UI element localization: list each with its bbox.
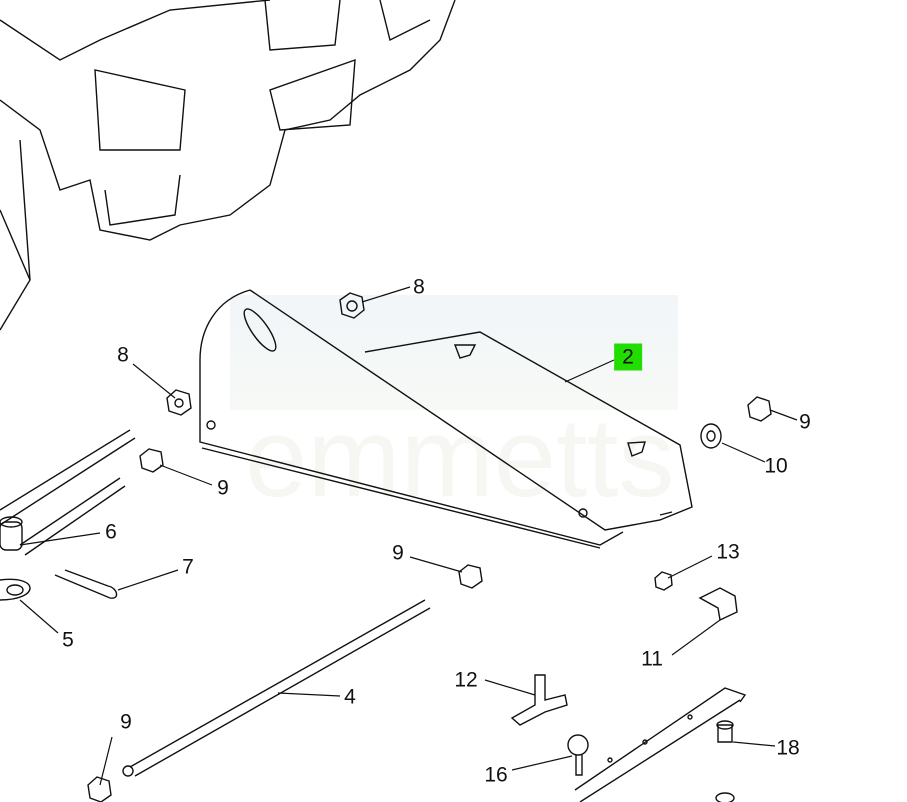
callout-9[interactable]: 9 bbox=[217, 476, 229, 500]
callout-8[interactable]: 8 bbox=[413, 275, 425, 299]
leader-lines bbox=[19, 286, 798, 786]
watermark-banner bbox=[230, 295, 678, 410]
callout-6[interactable]: 6 bbox=[105, 520, 117, 544]
rods bbox=[0, 429, 747, 802]
callout-8[interactable]: 8 bbox=[117, 343, 129, 367]
callout-10[interactable]: 10 bbox=[764, 454, 788, 478]
callout-2-highlighted[interactable]: 2 bbox=[614, 343, 642, 371]
callout-9[interactable]: 9 bbox=[799, 410, 811, 434]
callout-11[interactable]: 11 bbox=[641, 647, 663, 671]
tank-drawing bbox=[0, 0, 456, 331]
callout-5[interactable]: 5 bbox=[62, 628, 74, 652]
fasteners bbox=[87, 292, 772, 802]
watermark-logo: emmetts bbox=[245, 395, 675, 520]
callout-12[interactable]: 12 bbox=[454, 668, 478, 692]
callout-13[interactable]: 13 bbox=[716, 540, 740, 564]
callout-7[interactable]: 7 bbox=[182, 555, 194, 579]
callout-18[interactable]: 18 bbox=[776, 736, 800, 760]
callout-9[interactable]: 9 bbox=[120, 710, 132, 734]
callout-9[interactable]: 9 bbox=[392, 541, 404, 565]
small-parts bbox=[0, 516, 738, 802]
bracket-drawing bbox=[199, 289, 693, 549]
callout-4[interactable]: 4 bbox=[344, 685, 356, 709]
callout-16[interactable]: 16 bbox=[484, 763, 508, 787]
